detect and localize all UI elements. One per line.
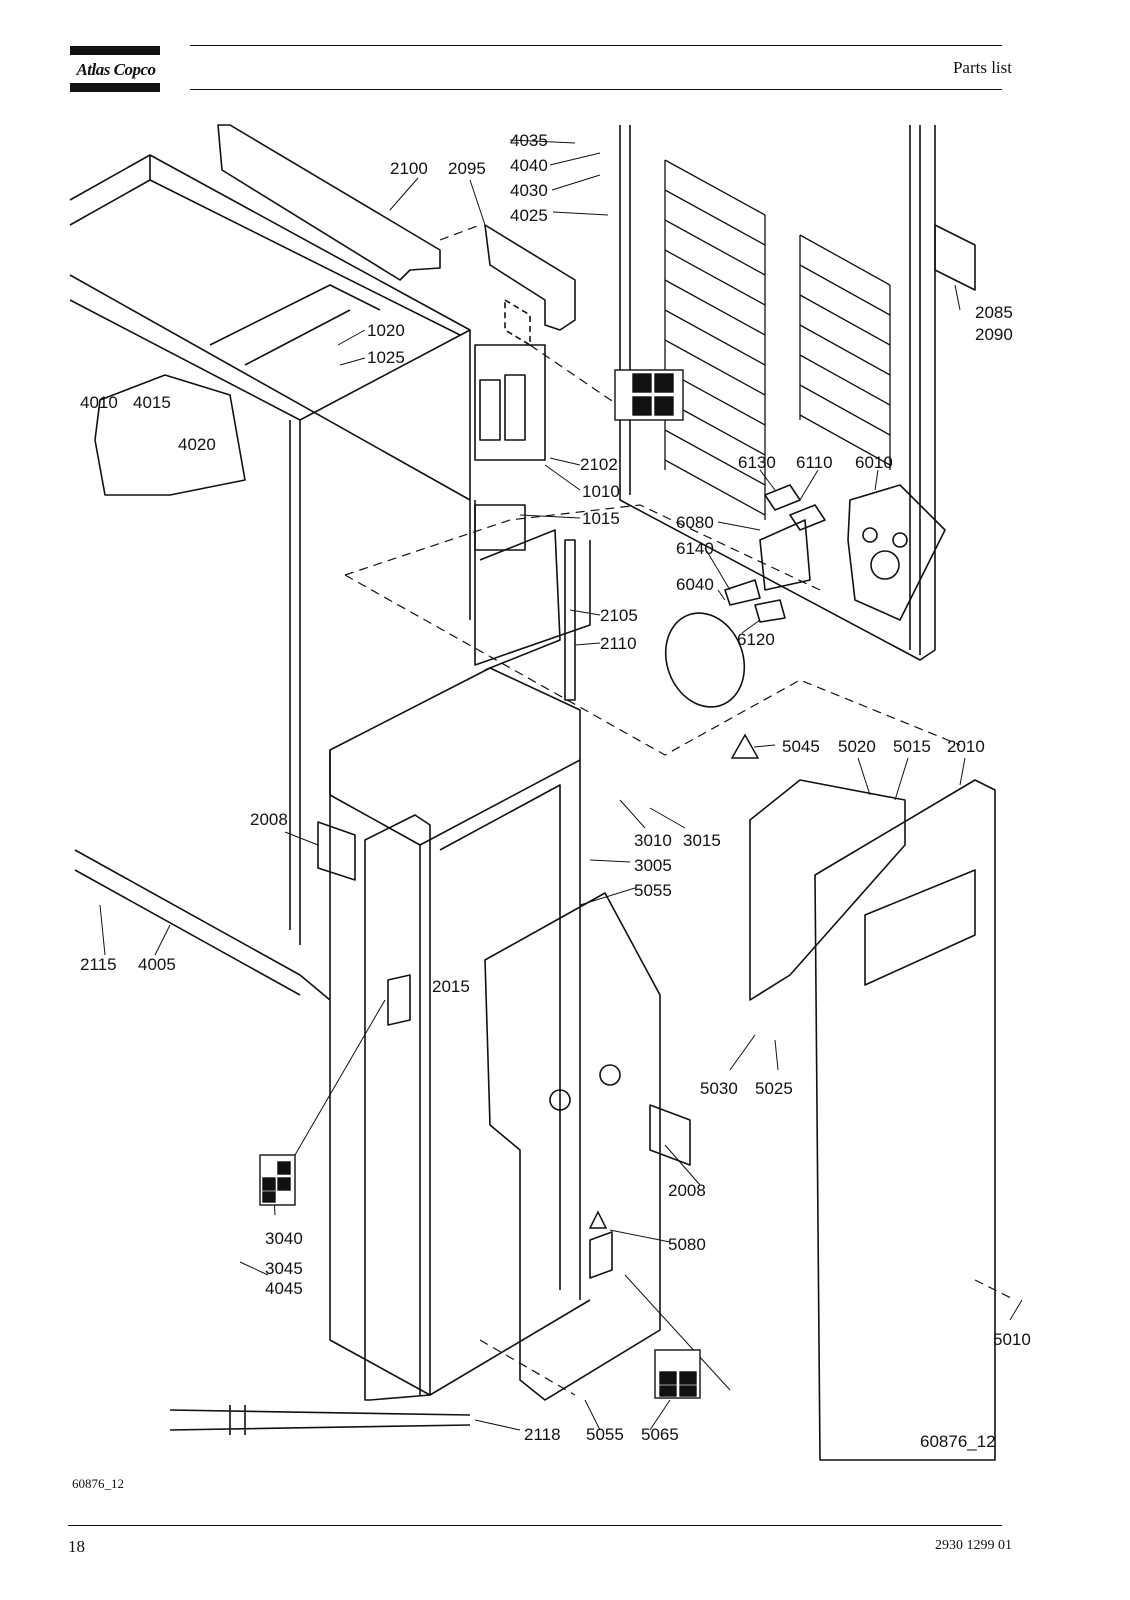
part-label: 4025 [510,206,548,225]
part-label: 4015 [133,393,171,412]
part-label: 2100 [390,159,428,178]
part-label: 2102 [580,455,618,474]
part-label: 5015 [893,737,931,756]
part-label: 5055 [586,1425,624,1444]
part-label: 5020 [838,737,876,756]
logo-bar-bottom [70,83,160,92]
part-label: 1020 [367,321,405,340]
part-label: 4010 [80,393,118,412]
logo-bar-top [70,46,160,55]
part-label: 2008 [668,1181,706,1200]
part-label: 4030 [510,181,548,200]
part-label: 6120 [737,630,775,649]
part-label: 2115 [80,955,117,974]
part-label: 6130 [738,453,776,472]
part-label: 4020 [178,435,216,454]
part-label: 5045 [782,737,820,756]
logo-wordmark: Atlas Copco [76,60,156,79]
part-label: 2110 [600,634,637,653]
part-label: 2085 [975,303,1013,322]
footer-rule [68,1525,1002,1526]
figure-code-small: 60876_12 [72,1476,124,1491]
part-label: 5055 [634,881,672,900]
part-label: 2105 [600,606,638,625]
part-label: 5025 [755,1079,793,1098]
part-label: 1025 [367,348,405,367]
part-label: 2010 [947,737,985,756]
header-rule-bottom [190,89,1002,90]
part-label: 3045 [265,1259,303,1278]
part-label: 2095 [448,159,486,178]
page-number: 18 [68,1537,85,1556]
part-label: 2015 [432,977,470,996]
part-label: 6040 [676,575,714,594]
part-label: 4045 [265,1279,303,1298]
figure-code: 60876_12 [920,1432,996,1451]
part-label: 2090 [975,325,1013,344]
part-label: 6080 [676,513,714,532]
part-label: 6010 [855,453,893,472]
part-label: 5065 [641,1425,679,1444]
part-label: 1015 [582,509,620,528]
part-label: 3015 [683,831,721,850]
part-label: 3010 [634,831,672,850]
part-label: 6140 [676,539,714,558]
document-number: 2930 1299 01 [935,1538,1012,1553]
part-label: 2008 [250,810,288,829]
atlas-copco-logo: Atlas Copco [70,46,160,92]
part-label: 5030 [700,1079,738,1098]
part-label: 2118 [524,1425,561,1444]
part-label: 1010 [582,482,620,501]
part-label: 4040 [510,156,548,175]
part-label: 5080 [668,1235,706,1254]
part-label: 3040 [265,1229,303,1248]
page-title: Parts list [952,58,1012,77]
part-label: 5010 [993,1330,1031,1349]
part-label: 3005 [634,856,672,875]
part-label: 4005 [138,955,176,974]
part-label: 4035 [510,131,548,150]
part-label: 6110 [796,453,833,472]
header-rule-top [190,45,1002,46]
